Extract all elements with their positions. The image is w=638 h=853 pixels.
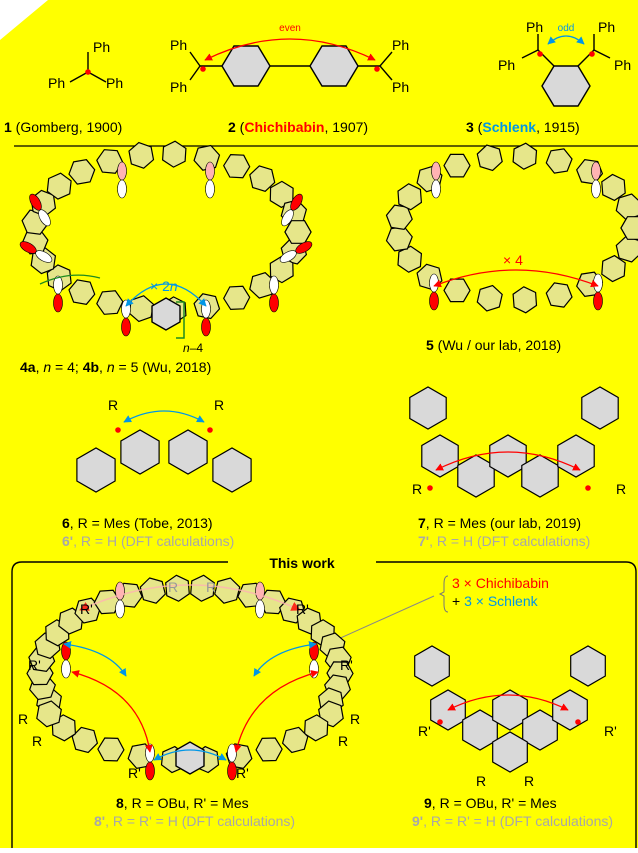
rp-label: R' xyxy=(28,657,41,673)
ph-label: Ph xyxy=(170,79,187,95)
r-label: R xyxy=(206,579,216,595)
r-label: R xyxy=(214,397,224,413)
ph-label: Ph xyxy=(498,57,515,73)
p-orbital-lobe xyxy=(54,294,63,312)
rp-label: R' xyxy=(604,723,617,739)
ph-label: Ph xyxy=(106,75,123,91)
radical-dot xyxy=(575,719,581,725)
r-label: R xyxy=(616,481,626,497)
p-orbital-lobe xyxy=(256,600,265,618)
radical-dot xyxy=(207,427,213,433)
r-label: R xyxy=(524,773,534,789)
rp-label: R' xyxy=(236,765,249,781)
radical-dot xyxy=(115,427,121,433)
caption-7-prime: 7', R = H (DFT calculations) xyxy=(418,533,590,549)
p-orbital-lobe xyxy=(256,582,265,600)
ph-label: Ph xyxy=(93,39,110,55)
caption-8-prime: 8', R = R' = H (DFT calculations) xyxy=(94,813,295,829)
p-orbital-lobe xyxy=(592,180,601,198)
compound-8-core xyxy=(176,742,204,774)
caption-1: 1 (Gomberg, 1900) xyxy=(4,119,122,135)
rp-label: R' xyxy=(418,723,431,739)
rp-label: R' xyxy=(340,657,353,673)
ph-label: Ph xyxy=(392,79,409,95)
repeat-label-4: × 2n xyxy=(150,278,178,294)
radical-dot xyxy=(585,485,591,491)
p-orbital-lobe xyxy=(310,660,319,678)
p-orbital-lobe xyxy=(62,660,71,678)
caption-5: 5 (Wu / our lab, 2018) xyxy=(426,337,561,353)
p-orbital-lobe xyxy=(116,582,125,600)
r-label: R xyxy=(338,733,348,749)
bracket-label-4: n–4 xyxy=(183,341,203,355)
r-label: R xyxy=(412,481,422,497)
ph-label: Ph xyxy=(614,57,631,73)
ph-label: Ph xyxy=(598,19,615,35)
p-orbital-lobe xyxy=(228,744,237,762)
radical-dot xyxy=(437,719,443,725)
radical-dot-2b xyxy=(374,66,380,72)
p-orbital-lobe xyxy=(270,294,279,312)
caption-9: 9, R = OBu, R' = Mes xyxy=(424,795,557,811)
rp-label: R' xyxy=(128,765,141,781)
radical-dot-3a xyxy=(537,51,543,57)
radical-dot-2a xyxy=(200,66,206,72)
p-orbital-lobe xyxy=(146,762,155,780)
legend-schlenk: + 3 × Schlenk xyxy=(452,593,539,609)
caption-7: 7, R = Mes (our lab, 2019) xyxy=(418,515,581,531)
p-orbital-lobe xyxy=(206,180,215,198)
this-work-title: This work xyxy=(269,555,335,571)
rp-label: R' xyxy=(296,601,309,617)
ring xyxy=(285,221,311,244)
p-orbital-lobe xyxy=(118,162,127,180)
ring xyxy=(444,154,470,177)
caption-9-prime: 9', R = R' = H (DFT calculations) xyxy=(412,813,613,829)
legend-chichibabin: 3 × Chichibabin xyxy=(452,575,549,591)
caption-3: 3 (Schlenk, 1915) xyxy=(466,119,580,135)
p-orbital-lobe xyxy=(202,318,211,336)
ph-label: Ph xyxy=(392,37,409,53)
ph-label: Ph xyxy=(48,75,65,91)
p-orbital-lobe xyxy=(432,180,441,198)
radical-dot-3b xyxy=(589,51,595,57)
radical-dot xyxy=(427,485,433,491)
ph-label: Ph xyxy=(170,37,187,53)
rp-label: R' xyxy=(80,601,93,617)
p-orbital-lobe xyxy=(594,292,603,310)
r-label: R xyxy=(18,711,28,727)
p-orbital-lobe xyxy=(122,318,131,336)
caption-2: 2 (Chichibabin, 1907) xyxy=(228,119,368,135)
r-label: R xyxy=(108,397,118,413)
p-orbital-lobe xyxy=(430,292,439,310)
r-label: R xyxy=(168,579,178,595)
p-orbital-lobe xyxy=(146,744,155,762)
ring xyxy=(444,279,470,302)
r-label: R xyxy=(32,733,42,749)
caption-6: 6, R = Mes (Tobe, 2013) xyxy=(62,515,213,531)
p-orbital-lobe xyxy=(270,276,279,294)
p-orbital-lobe xyxy=(432,162,441,180)
p-orbital-lobe xyxy=(594,274,603,292)
caption-8: 8, R = OBu, R' = Mes xyxy=(116,795,249,811)
p-orbital-lobe xyxy=(430,274,439,292)
p-orbital-lobe xyxy=(206,162,215,180)
compound-4-core xyxy=(152,298,180,330)
caption-6-prime: 6', R = H (DFT calculations) xyxy=(62,533,234,549)
p-orbital-lobe xyxy=(116,600,125,618)
even-label: even xyxy=(279,23,301,34)
r-label: R xyxy=(476,773,486,789)
r-label: R xyxy=(350,711,360,727)
p-orbital-lobe xyxy=(118,180,127,198)
radical-dot-1 xyxy=(85,69,91,75)
repeat-label-5: × 4 xyxy=(503,252,523,268)
ph-label: Ph xyxy=(526,19,543,35)
p-orbital-lobe xyxy=(592,162,601,180)
odd-label: odd xyxy=(558,23,575,34)
caption-4: 4a, n = 4; 4b, n = 5 (Wu, 2018) xyxy=(20,359,211,375)
